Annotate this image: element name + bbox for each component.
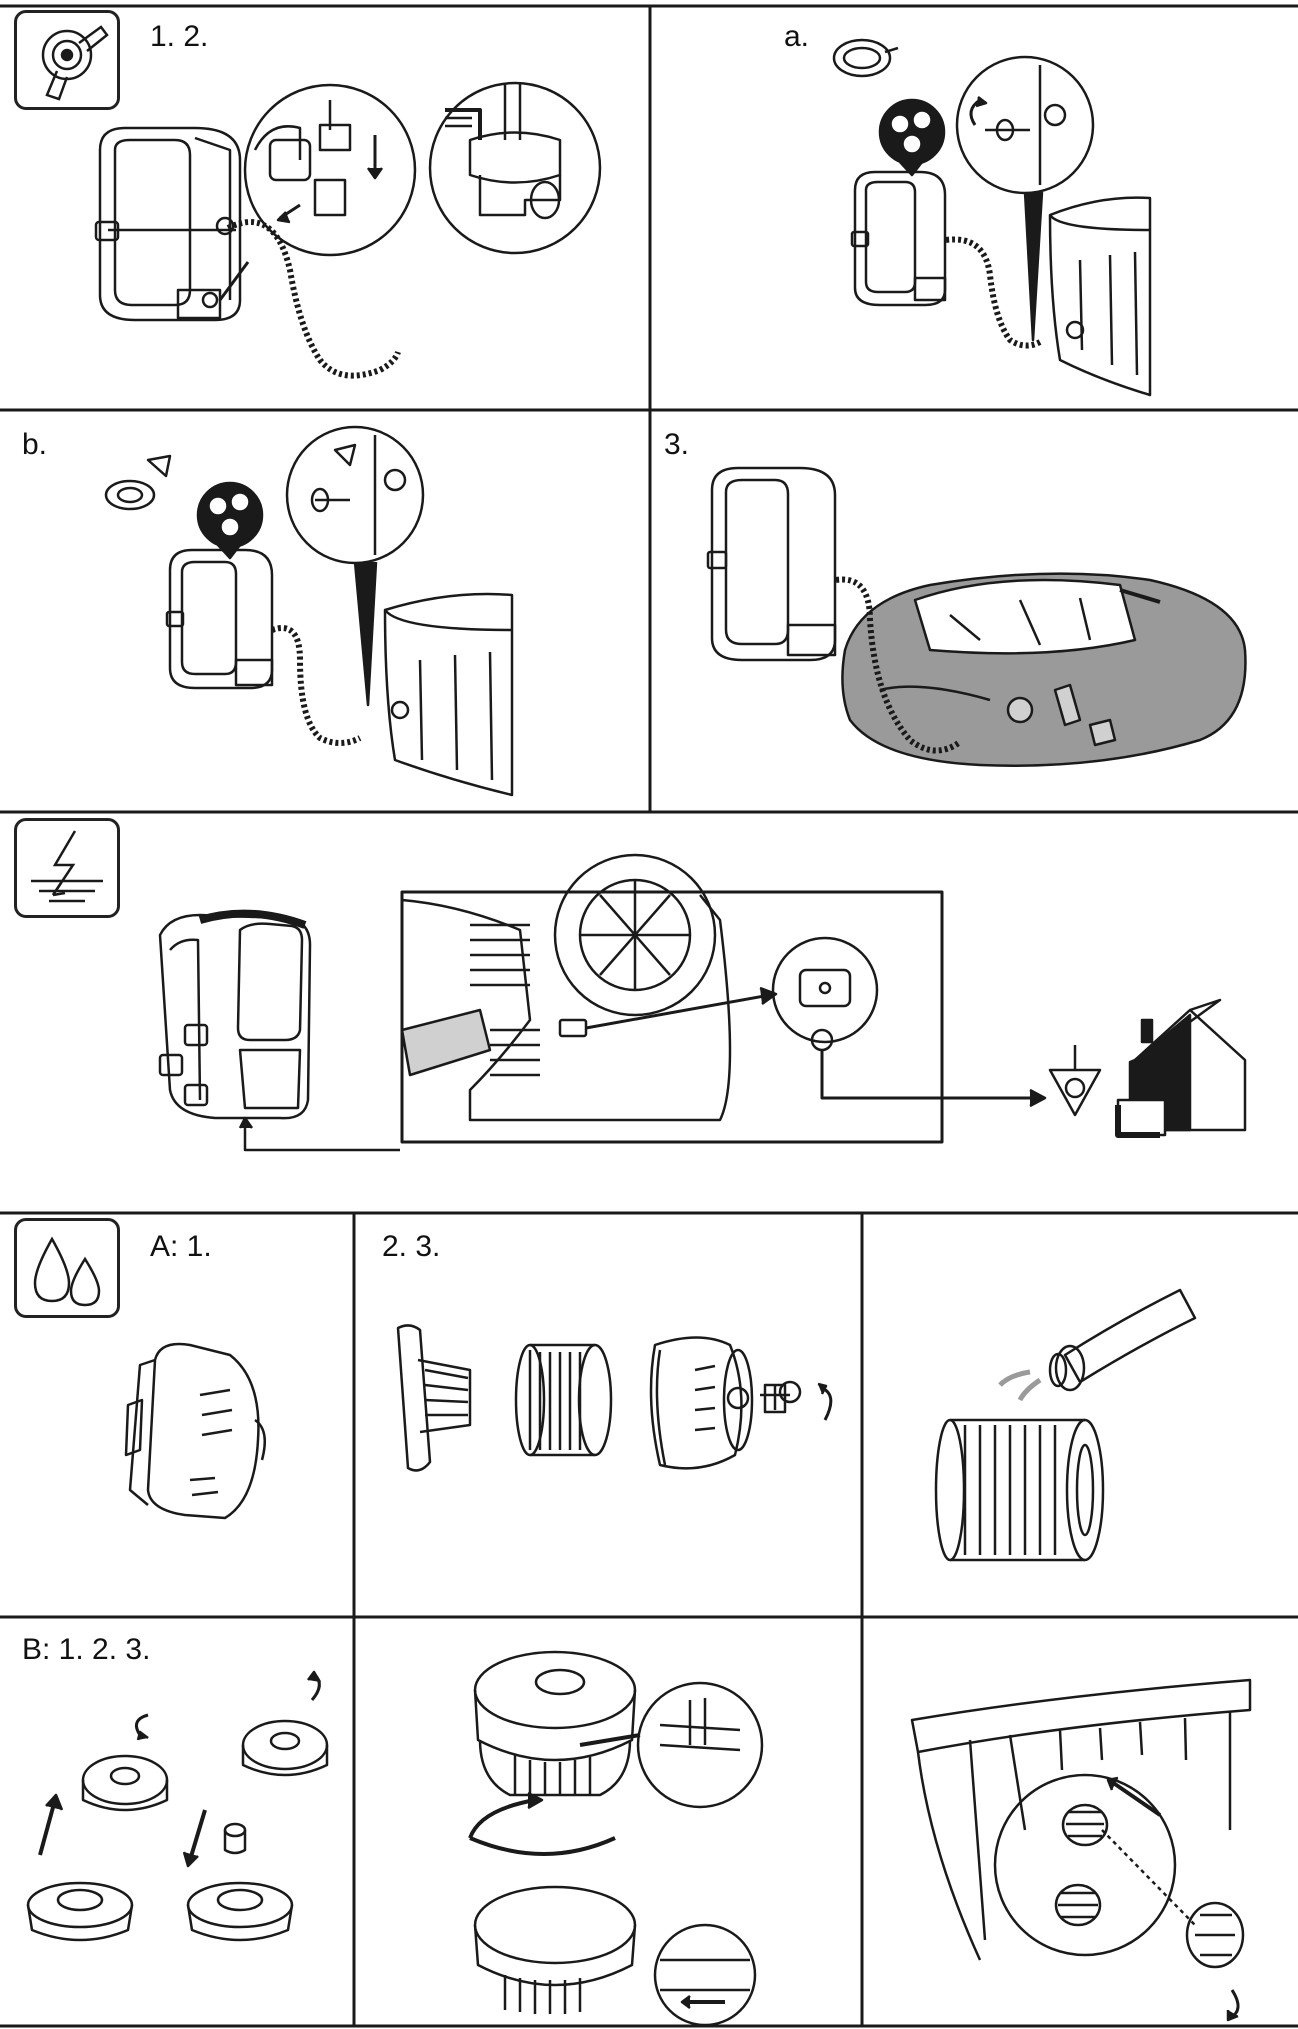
valve-plug-icon (41, 25, 109, 101)
electrical-icon-box (14, 818, 120, 918)
ground-lightning-icon (31, 830, 103, 903)
step-label-1-2: 1. 2. (150, 20, 209, 53)
step-label-a: a. (784, 20, 810, 53)
water-drops-icon (33, 1236, 101, 1307)
step-label-b: b. (22, 428, 48, 461)
maintenance-icon-box (14, 1218, 120, 1318)
step-label-cleaning-2-3: 2. 3. (382, 1230, 441, 1263)
step-label-cleaning-a: A: 1. (150, 1230, 212, 1263)
setup-icon-box (14, 10, 120, 110)
step-label-3: 3. (664, 428, 690, 461)
step-label-cleaning-b: B: 1. 2. 3. (22, 1633, 151, 1666)
